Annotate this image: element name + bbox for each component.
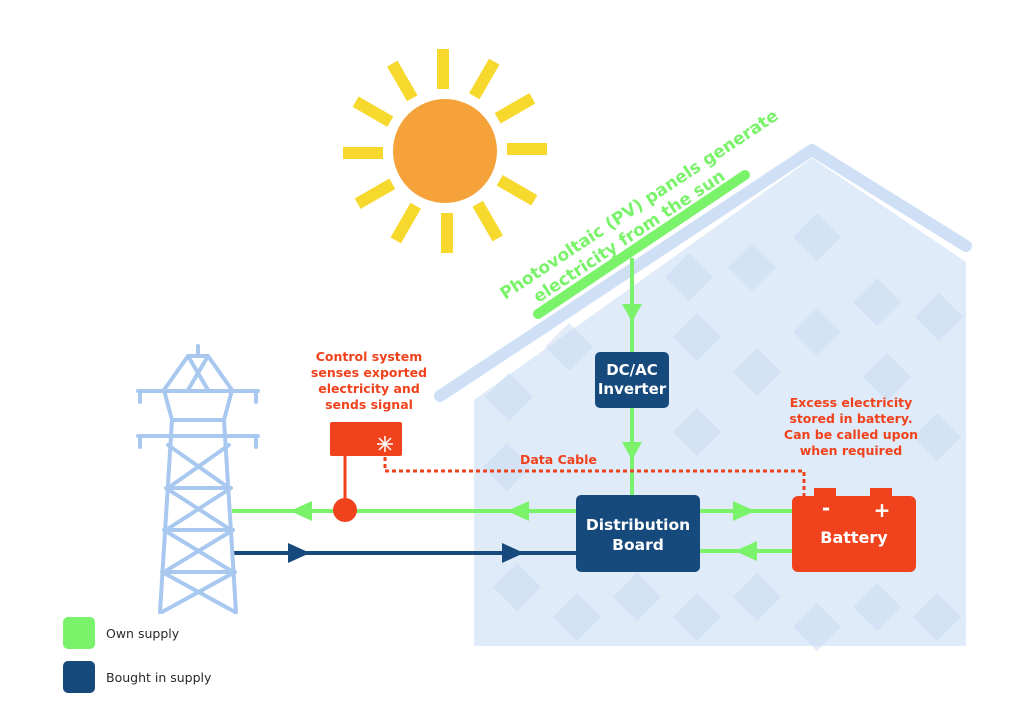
inverter-label-line2: Inverter: [598, 380, 667, 398]
battery-plus: +: [874, 498, 891, 522]
battery-label: Battery: [820, 528, 888, 547]
battery-to-board-flow: [700, 541, 792, 561]
board-to-battery-flow: [700, 501, 792, 521]
export-flow: [232, 501, 576, 521]
control-label-line3: electricity and: [318, 381, 420, 396]
control-label-line1: Control system: [316, 349, 423, 364]
battery-minus: -: [822, 496, 830, 520]
inverter-label-line1: DC/AC: [606, 361, 658, 379]
sun-disc: [393, 99, 497, 203]
sensor-node: [333, 498, 357, 522]
roof-outline: [434, 144, 972, 402]
legend: Own supply Bought in supply: [63, 617, 212, 693]
board-label-line2: Board: [612, 536, 664, 554]
signal-icon: [377, 436, 393, 452]
pv-to-inverter-flow: [622, 258, 642, 352]
inverter-to-board-flow: [622, 408, 642, 495]
legend-label-bought: Bought in supply: [106, 670, 212, 685]
legend-swatch-bought: [63, 661, 95, 693]
control-system: Control system senses exported electrici…: [311, 349, 427, 522]
excess-caption: Excess electricity stored in battery. Ca…: [784, 395, 918, 458]
legend-label-own: Own supply: [106, 626, 180, 641]
legend-swatch-own: [63, 617, 95, 649]
excess-label-line4: when required: [800, 443, 903, 458]
battery-icon: - + Battery: [792, 488, 916, 572]
sun-icon: [343, 49, 547, 253]
control-label-line2: senses exported: [311, 365, 427, 380]
dc-ac-inverter: DC/AC Inverter: [595, 352, 669, 408]
control-unit: [330, 422, 402, 456]
excess-label-line3: Can be called upon: [784, 427, 918, 442]
excess-label-line2: stored in battery.: [789, 411, 912, 426]
distribution-board: Distribution Board: [576, 495, 700, 572]
import-flow: [232, 543, 576, 563]
pv-panel: [533, 170, 750, 319]
sun-rays: [343, 49, 547, 253]
pylon-icon: [136, 344, 260, 614]
data-cable-label: Data Cable: [520, 452, 597, 467]
excess-label-line1: Excess electricity: [790, 395, 913, 410]
data-cable: Data Cable: [383, 450, 806, 496]
board-label-line1: Distribution: [586, 516, 690, 534]
house-watermark-pattern: [482, 212, 964, 652]
control-label-line4: sends signal: [325, 397, 413, 412]
